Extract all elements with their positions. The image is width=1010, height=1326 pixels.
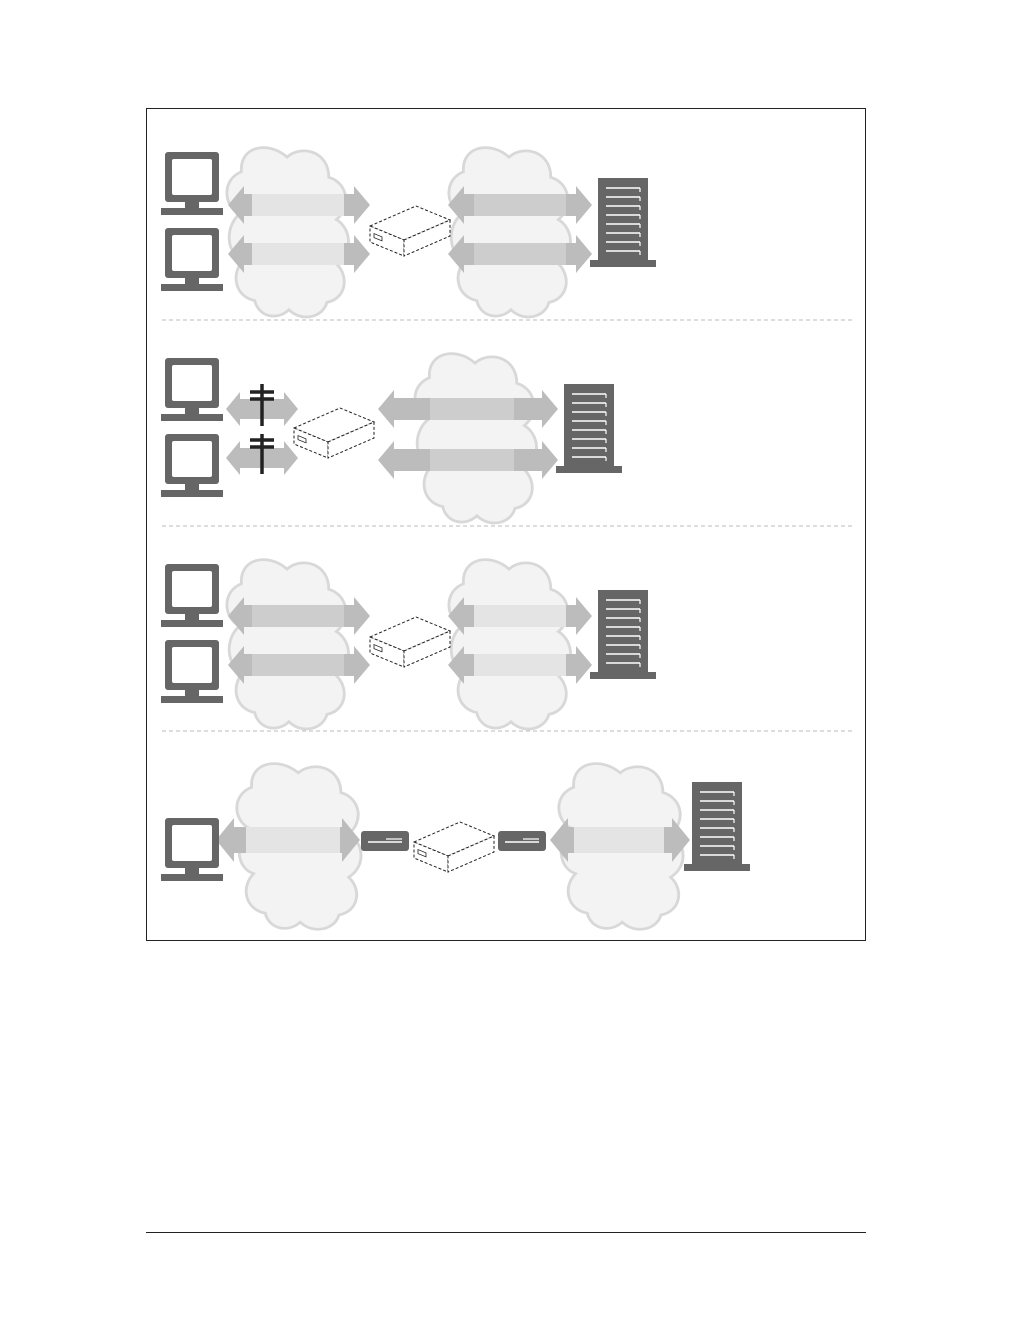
plug-module-icon xyxy=(498,831,546,851)
plug-module-icon xyxy=(361,831,409,851)
server-tower-icon xyxy=(556,384,622,473)
page-footer-rule xyxy=(146,1232,866,1233)
server-tower-icon xyxy=(590,178,656,267)
server-tower-icon xyxy=(684,782,750,871)
server-tower-icon xyxy=(590,590,656,679)
